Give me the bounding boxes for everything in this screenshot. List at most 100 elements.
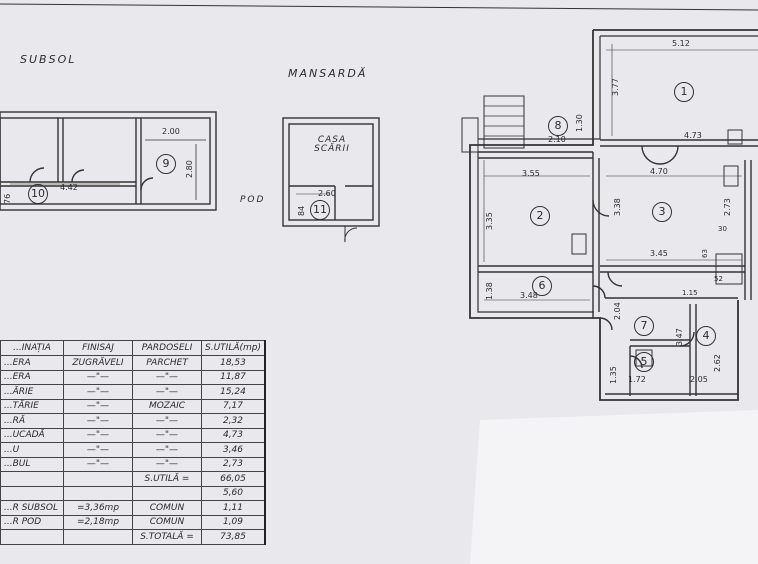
table-row: ...RĂ —"— —"— 2,32 xyxy=(0,413,266,429)
cell-floor: —"— xyxy=(132,427,202,443)
cell-empty xyxy=(63,471,133,487)
header-finish: FINISAJ xyxy=(63,340,133,356)
dim-r2-depth: 3.35 xyxy=(485,212,494,230)
dim-d2: 63 xyxy=(701,249,709,258)
room-number-8: 8 xyxy=(548,116,568,136)
cell-area: 11,87 xyxy=(201,369,266,385)
cell-name: ...R POD xyxy=(0,514,64,530)
table-row: ...U —"— —"— 3,46 xyxy=(0,442,266,458)
stotala-label: S.TOTALĂ = xyxy=(132,529,202,545)
room-number-2: 2 xyxy=(530,206,550,226)
cell-area: 3,46 xyxy=(201,442,266,458)
cell-name: ...ERA xyxy=(0,355,64,371)
stotala-row: S.TOTALĂ = 73,85 xyxy=(0,529,266,545)
dim-r8-depth: 1.30 xyxy=(575,114,584,132)
dim-r4-width: 2.05 xyxy=(690,375,708,384)
cell-area: 18,53 xyxy=(201,355,266,371)
stairwell-label: CASA SCĂRII xyxy=(314,135,350,154)
table-row: ...TĂRIE —"— MOZAIC 7,17 xyxy=(0,398,266,414)
cell-finish: ZUGRĂVELI xyxy=(63,355,133,371)
cell-finish: —"— xyxy=(63,369,133,385)
dim-r7-depth: 2.04 xyxy=(613,302,622,320)
dim-d3: 1.15 xyxy=(682,289,698,297)
cell-empty xyxy=(0,485,64,501)
cell-finish: =2,18mp xyxy=(63,514,133,530)
cell-floor: PARCHET xyxy=(132,355,202,371)
extra-value: 5,60 xyxy=(201,485,266,501)
cell-floor: —"— xyxy=(132,442,202,458)
cell-name: ...TĂRIE xyxy=(0,398,64,414)
dim-r8-width: 2.10 xyxy=(548,135,566,144)
dim-stair-width: 2.60 xyxy=(318,189,336,198)
cell-floor: COMUN xyxy=(132,514,202,530)
sutila-label: S.UTILĂ = xyxy=(132,471,202,487)
room-number-3: 3 xyxy=(652,202,672,222)
dim-r2-width: 3.55 xyxy=(522,169,540,178)
room-number-4: 4 xyxy=(696,326,716,346)
cell-finish: =3,36mp xyxy=(63,500,133,516)
attic-outline xyxy=(282,117,380,227)
cell-area: 1,09 xyxy=(201,514,266,530)
cell-area: 2,32 xyxy=(201,413,266,429)
dim-corridor-length: 4.42 xyxy=(60,183,78,192)
cell-floor: —"— xyxy=(132,456,202,472)
cell-finish: —"— xyxy=(63,442,133,458)
room-number-7: 7 xyxy=(634,316,654,336)
cell-area: 4,73 xyxy=(201,427,266,443)
table-row: ...ERA ZUGRĂVELI PARCHET 18,53 xyxy=(0,355,266,371)
room-number-6: 6 xyxy=(532,276,552,296)
basement-outline xyxy=(0,111,217,211)
dim-hall-top: 4.73 xyxy=(684,131,702,140)
dim-r3-side: 3.38 xyxy=(613,198,622,216)
room-number-5: 5 xyxy=(634,352,654,372)
dim-stair-depth: 84 xyxy=(297,205,306,216)
dim-r5-depth: 1.35 xyxy=(609,366,618,384)
attic-title: MANSARDĂ xyxy=(288,67,368,80)
cell-empty xyxy=(132,485,202,501)
dim-r1-depth: 3.77 xyxy=(611,78,620,96)
cell-name: ...BUL xyxy=(0,456,64,472)
header-name: ...INAȚIA xyxy=(0,340,64,356)
cell-finish: —"— xyxy=(63,427,133,443)
dim-room9-depth: 2.80 xyxy=(185,160,194,178)
table-row: ...ĂRIE —"— —"— 15,24 xyxy=(0,384,266,400)
dim-r3-depth: 2.73 xyxy=(723,198,732,216)
cell-finish: —"— xyxy=(63,413,133,429)
cell-finish: —"— xyxy=(63,456,133,472)
header-floor: PARDOSELI xyxy=(132,340,202,356)
room-number-11: 11 xyxy=(310,200,330,220)
table-row: ...UCADĂ —"— —"— 4,73 xyxy=(0,427,266,443)
cell-empty xyxy=(0,529,64,545)
dim-corridor-depth: 76 xyxy=(3,193,12,204)
cell-area: 7,17 xyxy=(201,398,266,414)
dim-d1: 30 xyxy=(718,225,727,233)
cell-floor: MOZAIC xyxy=(132,398,202,414)
extra-row: 5,60 xyxy=(0,485,266,501)
dim-r3-width: 4.70 xyxy=(650,167,668,176)
table-row: ...BUL —"— —"— 2,73 xyxy=(0,456,266,472)
cell-name: ...ĂRIE xyxy=(0,384,64,400)
table-row: ...ERA —"— —"— 11,87 xyxy=(0,369,266,385)
dim-room9-width: 2.00 xyxy=(162,127,180,136)
cell-area: 15,24 xyxy=(201,384,266,400)
cell-area: 1,11 xyxy=(201,500,266,516)
cell-name: ...RĂ xyxy=(0,413,64,429)
dim-r7-side: 3.47 xyxy=(675,328,684,346)
cell-floor: —"— xyxy=(132,384,202,400)
cell-empty xyxy=(63,529,133,545)
room-number-1: 1 xyxy=(674,82,694,102)
pod-row: ...R POD =2,18mp COMUN 1,09 xyxy=(0,514,266,530)
stotala-value: 73,85 xyxy=(201,529,266,545)
area-table: ...INAȚIA FINISAJ PARDOSELI S.UTILĂ(mp) … xyxy=(0,340,266,545)
dim-r5-width: 1.72 xyxy=(628,375,646,384)
cell-empty xyxy=(0,471,64,487)
dim-r3-bottom: 3.45 xyxy=(650,249,668,258)
dim-r6-width: 3.48 xyxy=(520,291,538,300)
dim-r6-depth: 1.38 xyxy=(485,282,494,300)
cell-name: ...UCADĂ xyxy=(0,427,64,443)
area-table-header: ...INAȚIA FINISAJ PARDOSELI S.UTILĂ(mp) xyxy=(0,340,266,356)
cell-floor: COMUN xyxy=(132,500,202,516)
room-number-9: 9 xyxy=(156,154,176,174)
